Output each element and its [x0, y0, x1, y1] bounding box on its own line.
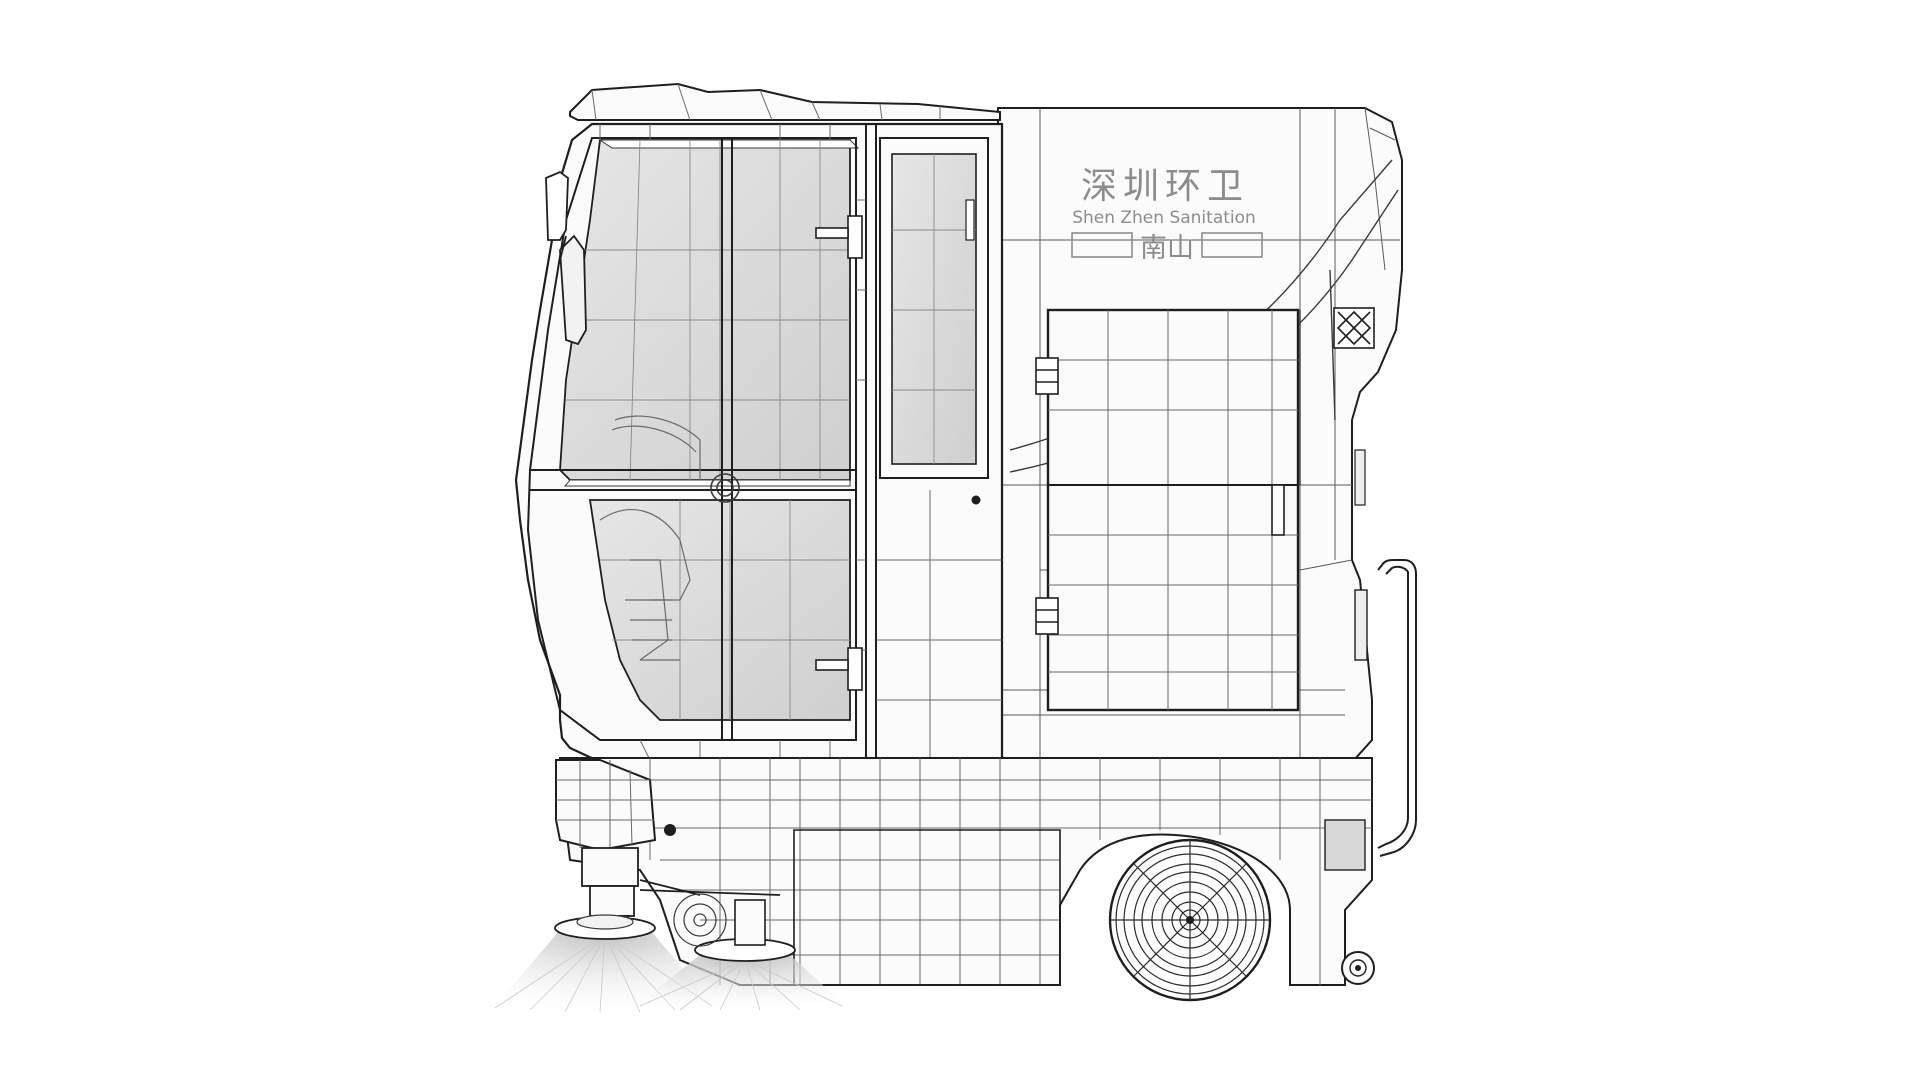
caster-wheel	[1341, 951, 1375, 985]
side-window	[879, 137, 989, 479]
windshield	[559, 139, 860, 487]
door-hinge-icon	[815, 215, 863, 691]
glass-wireframe	[566, 139, 850, 720]
rear-wheel	[1108, 838, 1272, 1002]
front-light-icon	[664, 824, 676, 836]
livery-logo: 深圳环卫 Shen Zhen Sanitation 南山	[1071, 166, 1263, 264]
livery-cn: 深圳环卫	[1081, 166, 1249, 207]
fuel-cap-icon	[1333, 307, 1375, 349]
chassis-vent	[1324, 819, 1366, 871]
hatch-hinge-icon	[1035, 357, 1059, 635]
cab-frame-segments	[599, 124, 866, 761]
livery-en: Shen Zhen Sanitation	[1072, 208, 1256, 228]
rear-reflector	[1354, 449, 1366, 506]
cab-roof	[569, 82, 1001, 121]
steering-wheel-icon	[710, 473, 740, 503]
service-hatch	[1046, 308, 1300, 712]
rear-grab-handle	[1377, 559, 1417, 857]
front-bumper	[555, 759, 657, 852]
windshield-lower	[588, 499, 851, 721]
side-mirror	[545, 170, 587, 346]
rear-lamp	[1354, 589, 1368, 661]
driver-seat	[599, 415, 701, 661]
district-cn: 南山	[1140, 233, 1194, 264]
chassis-step	[793, 829, 1061, 986]
hatch-latch-icon	[1271, 484, 1285, 536]
district-box-right	[1201, 232, 1263, 258]
door-lock-icon	[971, 495, 981, 505]
main-brush-roller	[673, 893, 727, 947]
district-box-left	[1071, 232, 1133, 258]
roof-wireframe	[591, 83, 941, 121]
side-door-panel	[876, 490, 1002, 760]
side-brush-rear	[630, 899, 850, 1011]
